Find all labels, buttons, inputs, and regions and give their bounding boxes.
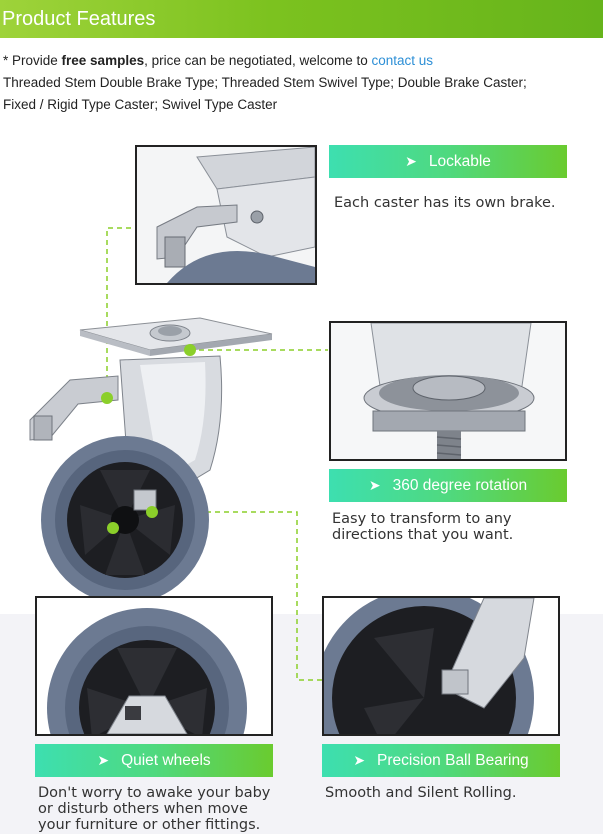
feature-desc-quiet: Don't worry to awake your baby or distur…: [38, 785, 271, 833]
marker-rotation: [184, 344, 196, 356]
intro-line-3: Fixed / Rigid Type Caster; Swivel Type C…: [3, 97, 278, 112]
intro-line-1: * Provide free samples, price can be neg…: [3, 50, 601, 72]
feature-desc-rotation: Easy to transform to any directions that…: [332, 511, 514, 543]
rotation-photo: [329, 321, 567, 461]
intro-middle: , price can be negotiated, welcome to: [144, 53, 372, 68]
feature-label-text: Precision Ball Bearing: [377, 751, 529, 769]
header-bar: Product Features: [0, 0, 603, 38]
marker-lockable: [101, 392, 113, 404]
feature-label-lockable: ➤ Lockable: [329, 145, 567, 178]
feature-desc-bearing: Smooth and Silent Rolling.: [325, 785, 517, 801]
bearing-photo: [322, 596, 560, 736]
intro-prefix: * Provide: [3, 53, 62, 68]
intro-text: * Provide free samples, price can be neg…: [3, 50, 601, 116]
contact-us-link[interactable]: contact us: [371, 53, 434, 68]
chevron-right-icon: ➤: [353, 752, 366, 768]
chevron-right-icon: ➤: [405, 153, 417, 169]
free-samples-text: free samples: [61, 53, 145, 68]
marker-quiet: [107, 522, 119, 534]
feature-label-bearing: ➤ Precision Ball Bearing: [322, 744, 560, 777]
intro-line-2: Threaded Stem Double Brake Type; Threade…: [3, 75, 527, 90]
feature-label-text: Lockable: [428, 152, 491, 170]
page-title: Product Features: [2, 8, 156, 30]
chevron-right-icon: ➤: [368, 477, 381, 493]
feature-label-quiet: ➤ Quiet wheels: [35, 744, 273, 777]
feature-label-rotation: ➤ 360 degree rotation: [329, 469, 567, 502]
connector-bearing: [152, 511, 322, 681]
feature-label-text: 360 degree rotation: [392, 476, 528, 494]
lockable-photo: [135, 145, 317, 285]
quiet-wheels-photo: [35, 596, 273, 736]
feature-label-text: Quiet wheels: [121, 751, 211, 769]
marker-bearing: [146, 506, 158, 518]
feature-desc-lockable: Each caster has its own brake.: [334, 195, 556, 211]
chevron-right-icon: ➤: [97, 752, 110, 768]
